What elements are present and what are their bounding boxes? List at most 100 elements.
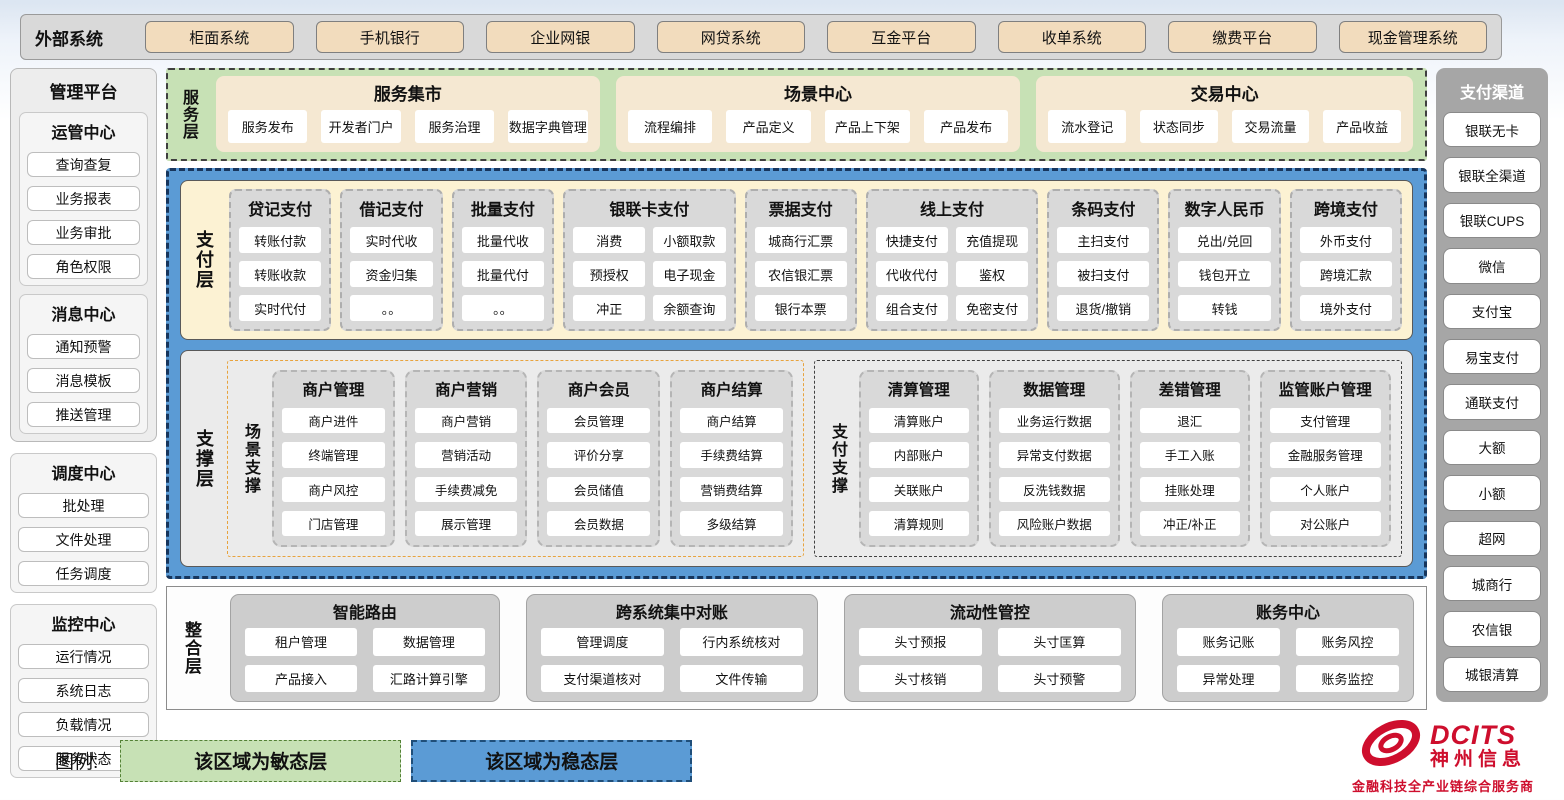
payment-item[interactable]: 充值提现 [956,227,1029,253]
payment-item[interactable]: 实时代付 [239,295,322,321]
support-item[interactable]: 展示管理 [414,510,518,536]
payment-item[interactable]: 被扫支付 [1057,261,1150,287]
payment-item[interactable]: 农信银汇票 [754,261,847,287]
payment-item[interactable]: 代收代付 [875,261,948,287]
sidebar-item[interactable]: 查询查复 [27,152,140,177]
integration-item[interactable]: 异常处理 [1176,664,1280,692]
external-system-button[interactable]: 互金平台 [827,21,976,53]
channel-item[interactable]: 微信 [1443,248,1541,284]
channel-item[interactable]: 银联CUPS [1443,202,1541,239]
payment-item[interactable]: 资金归集 [350,261,433,287]
external-system-button[interactable]: 缴费平台 [1168,21,1317,53]
integration-item[interactable]: 管理调度 [540,628,664,656]
payment-item[interactable]: 钱包开立 [1178,261,1271,287]
support-item[interactable]: 冲正/补正 [1139,510,1240,536]
sidebar-item[interactable]: 文件处理 [18,527,149,552]
payment-item[interactable]: 批量代收 [461,227,545,253]
support-item[interactable]: 对公账户 [1269,510,1382,536]
payment-item[interactable]: 消费 [573,227,646,253]
integration-item[interactable]: 头寸匡算 [997,628,1121,656]
channel-item[interactable]: 易宝支付 [1443,338,1541,375]
external-system-button[interactable]: 现金管理系统 [1338,21,1487,53]
payment-item[interactable]: 鉴权 [956,261,1029,287]
sidebar-item[interactable]: 系统日志 [18,678,149,703]
support-item[interactable]: 手续费结算 [680,442,783,468]
support-item[interactable]: 支付管理 [1269,408,1382,434]
support-item[interactable]: 清算账户 [868,408,969,434]
channel-item[interactable]: 城银清算 [1443,656,1541,693]
external-system-button[interactable]: 网贷系统 [656,21,805,53]
payment-item[interactable]: 免密支付 [956,295,1029,321]
payment-item[interactable]: 小额取款 [653,227,726,253]
integration-item[interactable]: 数据管理 [372,628,485,656]
channel-item[interactable]: 支付宝 [1443,293,1541,329]
channel-item[interactable]: 银联无卡 [1443,112,1541,148]
integration-item[interactable]: 头寸核销 [858,664,982,692]
channel-item[interactable]: 大额 [1443,429,1541,466]
service-item[interactable]: 产品上下架 [825,110,910,143]
payment-item[interactable]: 快捷支付 [875,227,948,253]
support-item[interactable]: 评价分享 [547,442,651,468]
payment-item[interactable]: 预授权 [573,261,646,287]
sidebar-item[interactable]: 任务调度 [18,561,149,586]
external-system-button[interactable]: 柜面系统 [145,21,294,53]
payment-item[interactable]: 银行本票 [754,295,847,321]
external-system-button[interactable]: 收单系统 [997,21,1146,53]
payment-item[interactable]: 组合支付 [875,295,948,321]
service-item[interactable]: 流水登记 [1048,110,1127,143]
channel-item[interactable]: 通联支付 [1443,384,1541,420]
support-item[interactable]: 反洗钱数据 [998,476,1110,502]
sidebar-item[interactable]: 批处理 [18,493,149,518]
support-item[interactable]: 营销费结算 [680,476,783,502]
sidebar-item[interactable]: 角色权限 [27,254,140,279]
service-item[interactable]: 数据字典管理 [508,110,588,143]
channel-item[interactable]: 小额 [1443,475,1541,511]
support-item[interactable]: 终端管理 [282,442,385,468]
support-item[interactable]: 金融服务管理 [1269,442,1382,468]
payment-item[interactable]: 电子现金 [653,261,726,287]
integration-item[interactable]: 租户管理 [245,628,357,656]
sidebar-item[interactable]: 推送管理 [27,402,140,427]
support-item[interactable]: 多级结算 [680,510,783,536]
payment-item[interactable]: 转账收款 [239,261,322,287]
external-system-button[interactable]: 手机银行 [315,21,464,53]
support-item[interactable]: 商户风控 [282,476,385,502]
payment-item[interactable]: 退货/撤销 [1057,295,1150,321]
integration-item[interactable]: 账务风控 [1295,628,1400,656]
payment-item[interactable]: 主扫支付 [1057,227,1150,253]
support-item[interactable]: 会员管理 [547,408,651,434]
service-item[interactable]: 产品发布 [923,110,1009,143]
sidebar-item[interactable]: 负载情况 [18,712,149,737]
integration-item[interactable]: 支付渠道核对 [540,664,664,692]
support-item[interactable]: 门店管理 [282,510,385,536]
support-item[interactable]: 关联账户 [868,476,969,502]
payment-item[interactable]: 转账付款 [239,227,322,253]
support-item[interactable]: 内部账户 [868,442,969,468]
support-item[interactable]: 商户结算 [680,408,783,434]
support-item[interactable]: 会员数据 [547,510,651,536]
channel-item[interactable]: 农信银 [1443,611,1541,647]
integration-item[interactable]: 账务监控 [1295,664,1400,692]
support-item[interactable]: 营销活动 [414,442,518,468]
payment-item[interactable]: 。。 [461,295,545,321]
support-item[interactable]: 风险账户数据 [998,510,1110,536]
payment-item[interactable]: 冲正 [573,295,646,321]
support-item[interactable]: 手工入账 [1139,442,1240,468]
integration-item[interactable]: 头寸预报 [858,628,982,656]
payment-item[interactable]: 境外支付 [1299,295,1392,321]
integration-item[interactable]: 账务记账 [1176,628,1280,656]
support-item[interactable]: 个人账户 [1269,476,1382,502]
payment-item[interactable]: 实时代收 [350,227,433,253]
support-item[interactable]: 退汇 [1139,408,1240,434]
channel-item[interactable]: 银联全渠道 [1443,157,1541,193]
service-item[interactable]: 产品定义 [726,110,812,143]
service-item[interactable]: 流程编排 [627,110,713,143]
external-system-button[interactable]: 企业网银 [486,21,635,53]
support-item[interactable]: 业务运行数据 [998,408,1110,434]
sidebar-item[interactable]: 业务审批 [27,220,140,245]
channel-item[interactable]: 城商行 [1443,565,1541,602]
support-item[interactable]: 商户进件 [282,408,385,434]
support-item[interactable]: 手续费减免 [414,476,518,502]
service-item[interactable]: 服务治理 [414,110,495,143]
sidebar-item[interactable]: 运行情况 [18,644,149,669]
